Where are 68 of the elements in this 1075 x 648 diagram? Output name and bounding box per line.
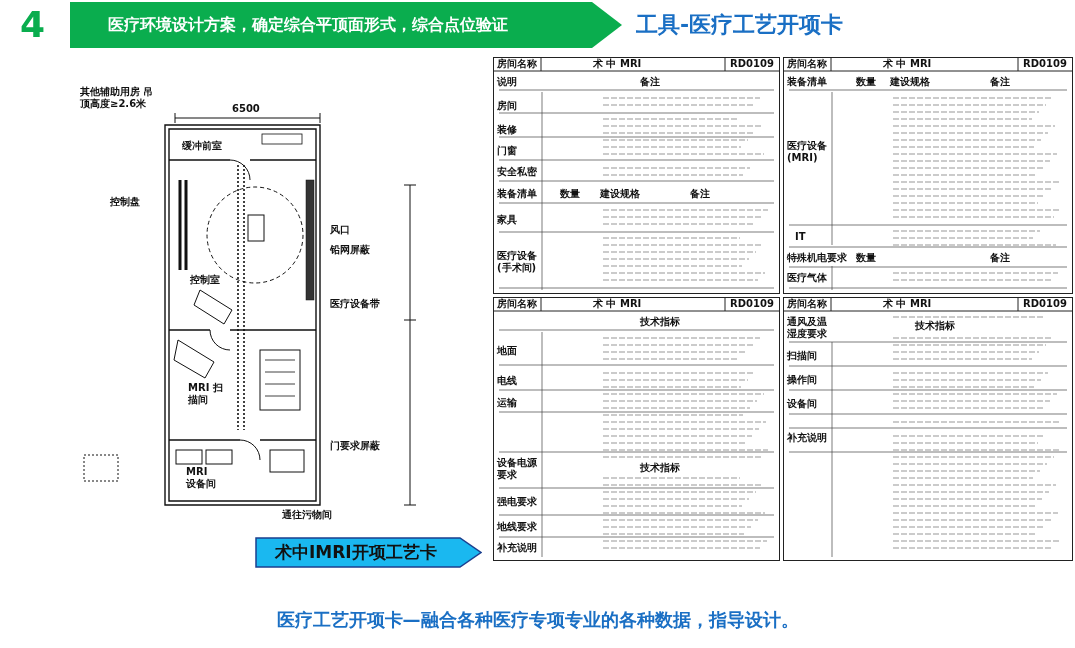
plan-label: MRI 扫描间 xyxy=(188,382,224,405)
table-cell-text: 备注 xyxy=(640,76,660,88)
table-cell-text: 设备间 xyxy=(787,398,817,410)
arrow-tag xyxy=(255,537,482,568)
table-cell-text: 备注 xyxy=(990,76,1010,88)
table-cell-text: 地线要求 xyxy=(497,521,537,533)
table-cell-text: 操作间 xyxy=(787,374,817,386)
table-cell-text: 补充说明 xyxy=(497,542,537,554)
table-cell-text: 扫描间 xyxy=(787,350,817,362)
plan-label: 6500 xyxy=(232,103,260,115)
table-cell-text: 房间名称 xyxy=(787,58,827,70)
table-cell-text: 建设规格 xyxy=(890,76,930,88)
table-cell-text: 技术指标 xyxy=(640,462,680,474)
table-cell-text: 术 中 MRI xyxy=(593,58,642,70)
table-cell-text: 地面 xyxy=(497,345,517,357)
plan-label: MRI 设备间 xyxy=(186,466,217,489)
plan-label: 缓冲前室 xyxy=(182,140,222,152)
plan-label: 通往污物间 xyxy=(282,509,332,521)
step-number: 4 xyxy=(20,4,46,46)
table-cell-text: 技术指标 xyxy=(915,320,955,332)
table-cell-text: 数量 xyxy=(856,252,876,264)
table-cell-text: 房间名称 xyxy=(497,298,537,310)
table-cell-text: 备注 xyxy=(990,252,1010,264)
table-cell-text: 建设规格 xyxy=(600,188,640,200)
table-cell-text: 医疗气体 xyxy=(787,272,828,284)
plan-label: 控制室 xyxy=(190,274,220,286)
table-cell-text: RD0109 xyxy=(730,58,774,70)
plan-label: 风口 xyxy=(330,224,350,236)
table-cell-text: 特殊机电要求 xyxy=(787,252,847,264)
table-cell-text: 术 中 MRI xyxy=(883,58,932,70)
table-cell-text: 安全私密 xyxy=(497,166,537,178)
table-cell-text: 家具 xyxy=(497,214,517,226)
banner-text: 术中IMRI开项工艺卡 xyxy=(275,541,437,564)
caption-text: 医疗工艺开项卡—融合各种医疗专项专业的各种数据，指导设计。 xyxy=(275,610,800,631)
table-cell-text: 装备清单 xyxy=(787,76,827,88)
table-cell-text: RD0109 xyxy=(1023,298,1067,310)
table-cell-text: 运输 xyxy=(497,397,517,409)
table-cell-text: 通风及温湿度要求 xyxy=(787,316,828,339)
plan-label: 门要求屏蔽 xyxy=(330,440,380,452)
table-cell-text: 技术指标 xyxy=(640,316,680,328)
table-cell-text: 电线 xyxy=(497,375,517,387)
table-cell-text: 医疗设备 (MRI) xyxy=(787,140,828,163)
table-cell-text: 数量 xyxy=(856,76,876,88)
plan-label: 医疗设备带 xyxy=(330,298,380,310)
table-cell-text: 房间名称 xyxy=(497,58,537,70)
table-cell-text: 房间名称 xyxy=(787,298,827,310)
table-cell-text: RD0109 xyxy=(730,298,774,310)
table-cell-text: 说明 xyxy=(497,76,517,88)
table-cell-text: IT xyxy=(795,231,806,243)
table-cell-text: 房间 xyxy=(497,100,517,112)
table-cell-text: 门窗 xyxy=(497,145,517,157)
table-cell-text: 医疗设备 (手术间) xyxy=(497,250,538,273)
table-cell-text: 术 中 MRI xyxy=(883,298,932,310)
table-cell-text: 设备电源要求 xyxy=(497,457,538,480)
plan-label: 铅网屏蔽 xyxy=(330,244,370,256)
table-cell-text: 装备清单 xyxy=(497,188,537,200)
table-cell-text: 数量 xyxy=(560,188,580,200)
plan-label: 控制盘 xyxy=(110,196,140,208)
table-cell-text: RD0109 xyxy=(1023,58,1067,70)
table-cell-text: 装修 xyxy=(497,124,517,136)
page-title: 工具-医疗工艺开项卡 xyxy=(636,12,844,38)
table-cell-text: 术 中 MRI xyxy=(593,298,642,310)
table-cell-text: 备注 xyxy=(690,188,710,200)
table-cell-text: 强电要求 xyxy=(497,496,537,508)
plan-label: 其他辅助用房 吊顶高度≥2.6米 xyxy=(80,86,155,109)
banner-text: 医疗环境设计方案，确定综合平顶面形式，综合点位验证 xyxy=(108,14,508,36)
step-banner xyxy=(70,2,622,48)
table-cell-text: 补充说明 xyxy=(787,432,827,444)
